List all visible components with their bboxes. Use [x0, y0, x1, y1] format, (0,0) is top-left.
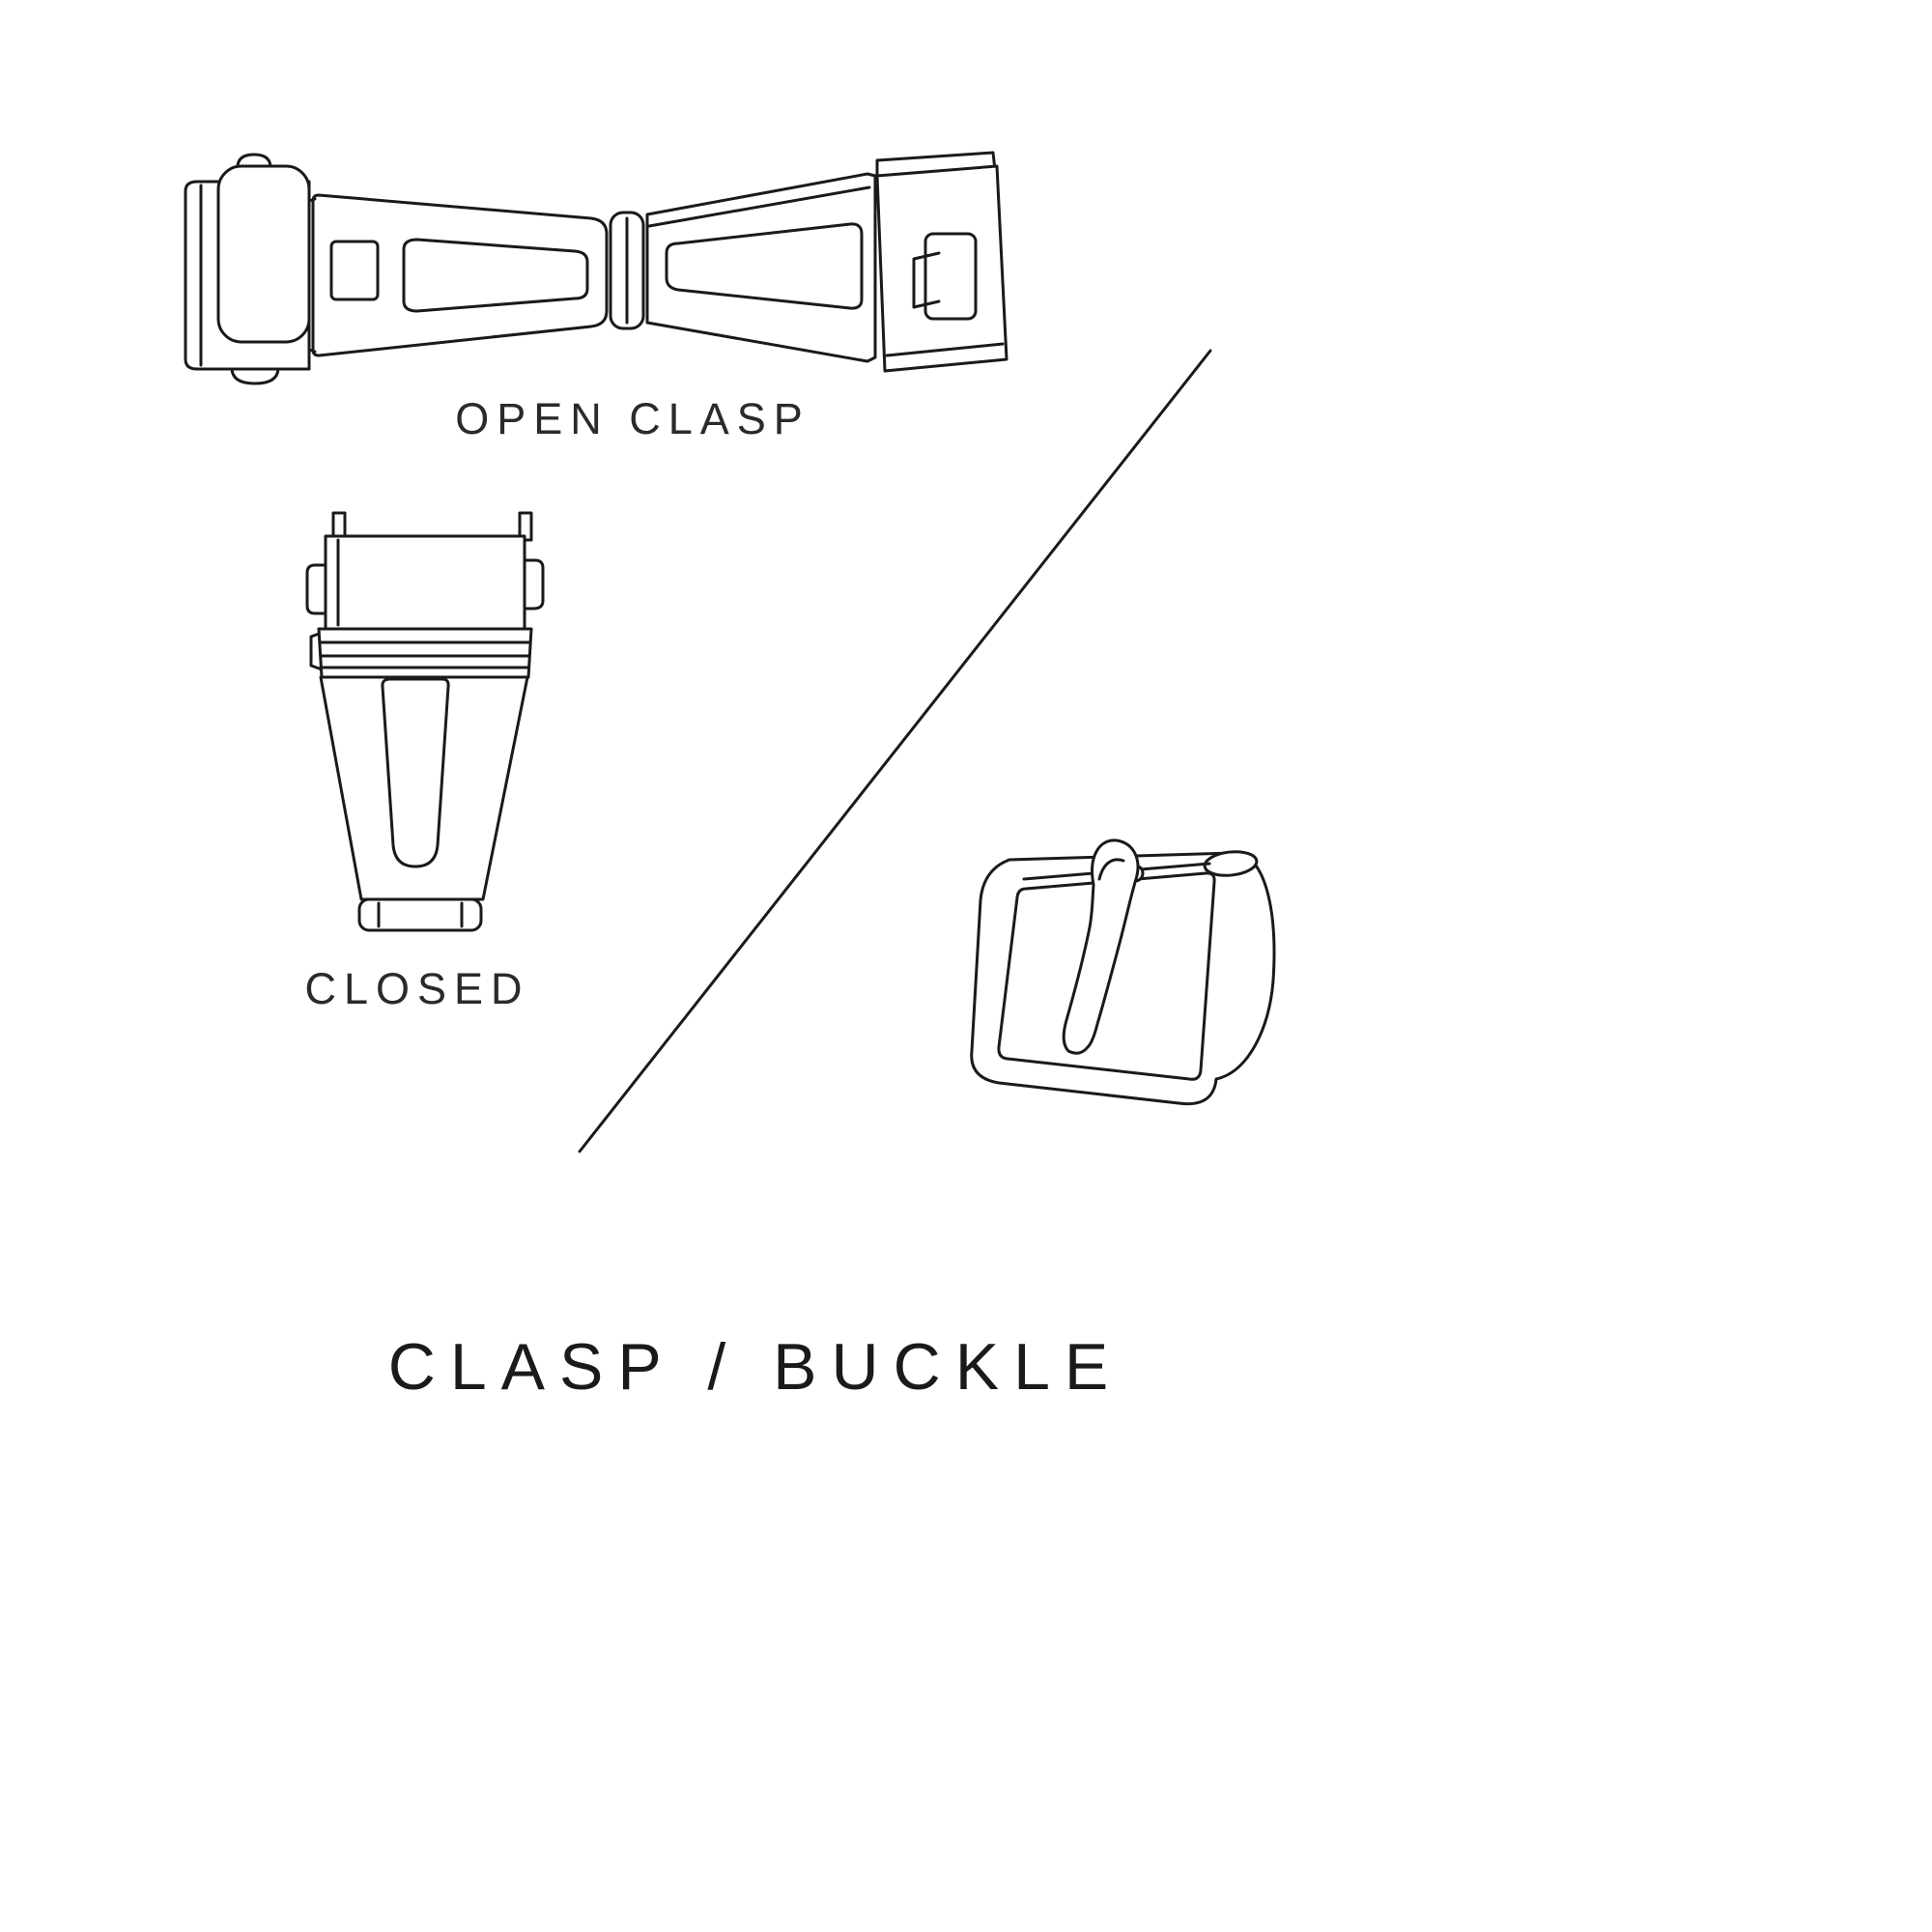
closed-clasp-drawing: [305, 511, 545, 932]
open-clasp-illustration: [174, 145, 1024, 406]
closed-clasp-label: CLOSED: [304, 964, 530, 1013]
tang-buckle-illustration: [956, 831, 1294, 1121]
divider-line: [570, 343, 1222, 1159]
divider-line-drawing: [578, 349, 1212, 1153]
open-clasp-drawing: [184, 151, 1009, 385]
diagram-title: CLASP / BUCKLE: [387, 1330, 1123, 1404]
open-clasp-label: OPEN CLASP: [455, 394, 810, 443]
closed-clasp-illustration: [290, 507, 560, 942]
tang-buckle-drawing: [970, 838, 1276, 1106]
